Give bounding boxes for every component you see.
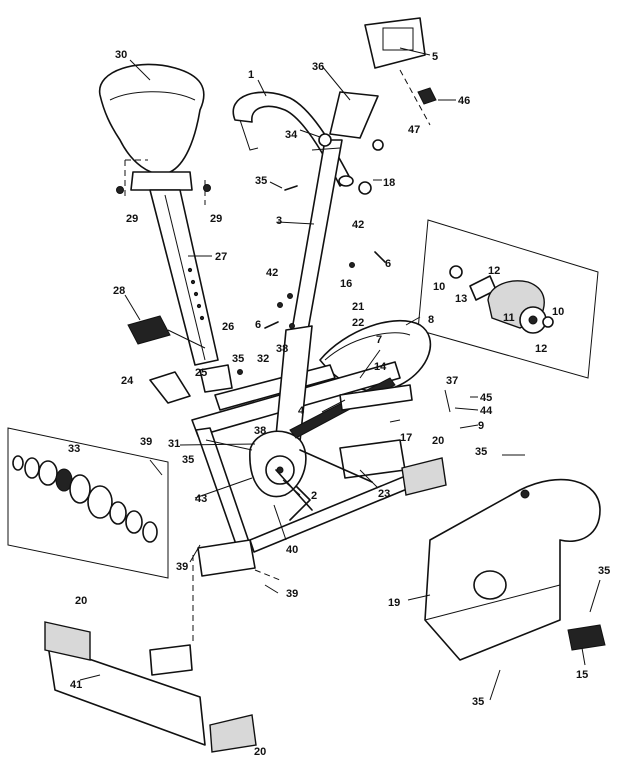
label-7: 7 <box>376 334 382 346</box>
label-39: 39 <box>286 588 298 600</box>
label-35: 35 <box>598 565 610 577</box>
label-6: 6 <box>255 319 261 331</box>
label-15: 15 <box>576 669 588 681</box>
label-29: 29 <box>210 213 222 225</box>
label-23: 23 <box>378 488 390 500</box>
label-14: 14 <box>374 361 387 373</box>
label-35: 35 <box>472 696 484 708</box>
label-12: 12 <box>488 265 500 277</box>
leader-lines <box>79 47 601 701</box>
label-20: 20 <box>432 435 444 447</box>
bearing-inset <box>7 427 169 579</box>
label-21: 21 <box>352 301 364 313</box>
label-19: 19 <box>388 597 400 609</box>
label-24: 24 <box>121 375 134 387</box>
label-22: 22 <box>352 317 364 329</box>
label-5: 5 <box>432 51 438 63</box>
label-31: 31 <box>168 438 180 450</box>
label-2: 2 <box>311 490 317 502</box>
label-43: 43 <box>195 493 207 505</box>
label-36: 36 <box>312 61 324 73</box>
hardware-top <box>264 133 386 329</box>
label-3: 3 <box>276 215 282 227</box>
pedal-left <box>127 315 206 349</box>
label-38: 38 <box>276 343 288 355</box>
rear-tube <box>197 457 447 581</box>
seat <box>99 63 205 175</box>
label-39: 39 <box>176 561 188 573</box>
label-44: 44 <box>480 405 493 417</box>
chain-guard <box>319 320 432 392</box>
label-20: 20 <box>75 595 87 607</box>
label-42: 42 <box>266 267 278 279</box>
label-27: 27 <box>215 251 227 263</box>
rear-shroud <box>424 478 601 661</box>
label-34: 34 <box>285 129 298 141</box>
label-26: 26 <box>222 321 234 333</box>
label-29: 29 <box>126 213 138 225</box>
crank-pulley <box>249 430 313 511</box>
label-8: 8 <box>428 314 434 326</box>
label-38: 38 <box>254 425 266 437</box>
label-32: 32 <box>257 353 269 365</box>
belt-assembly <box>289 377 413 483</box>
label-13: 13 <box>455 293 467 305</box>
label-42: 42 <box>352 219 364 231</box>
label-47: 47 <box>408 124 420 136</box>
label-6: 6 <box>385 258 391 270</box>
label-39: 39 <box>140 436 152 448</box>
flywheel-hub-inset <box>417 219 599 379</box>
label-18: 18 <box>383 177 395 189</box>
label-33: 33 <box>68 443 80 455</box>
label-16: 16 <box>340 278 352 290</box>
label-28: 28 <box>113 285 125 297</box>
label-45: 45 <box>480 392 492 404</box>
label-11: 11 <box>503 312 515 324</box>
label-35: 35 <box>232 353 244 365</box>
label-35: 35 <box>255 175 267 187</box>
label-46: 46 <box>458 95 470 107</box>
label-17: 17 <box>400 432 412 444</box>
label-41: 41 <box>70 679 82 691</box>
front-stabilizer <box>44 555 257 753</box>
label-10: 10 <box>552 306 564 318</box>
brackets <box>149 364 243 404</box>
label-35: 35 <box>182 454 194 466</box>
label-9: 9 <box>478 420 484 432</box>
stem <box>291 91 379 331</box>
frame <box>191 325 425 553</box>
label-20: 20 <box>254 746 266 758</box>
callout-labels: 30 1 36 5 46 47 34 18 35 29 29 3 42 6 27… <box>68 49 610 758</box>
label-37: 37 <box>446 375 458 387</box>
label-1: 1 <box>248 69 254 81</box>
label-4: 4 <box>298 405 305 417</box>
label-25: 25 <box>195 367 207 379</box>
label-40: 40 <box>286 544 298 556</box>
label-12: 12 <box>535 343 547 355</box>
label-10: 10 <box>433 281 445 293</box>
computer <box>364 17 437 126</box>
label-30: 30 <box>115 49 127 61</box>
label-35: 35 <box>475 446 487 458</box>
pedal-right <box>567 624 606 651</box>
seat-post <box>116 159 219 366</box>
